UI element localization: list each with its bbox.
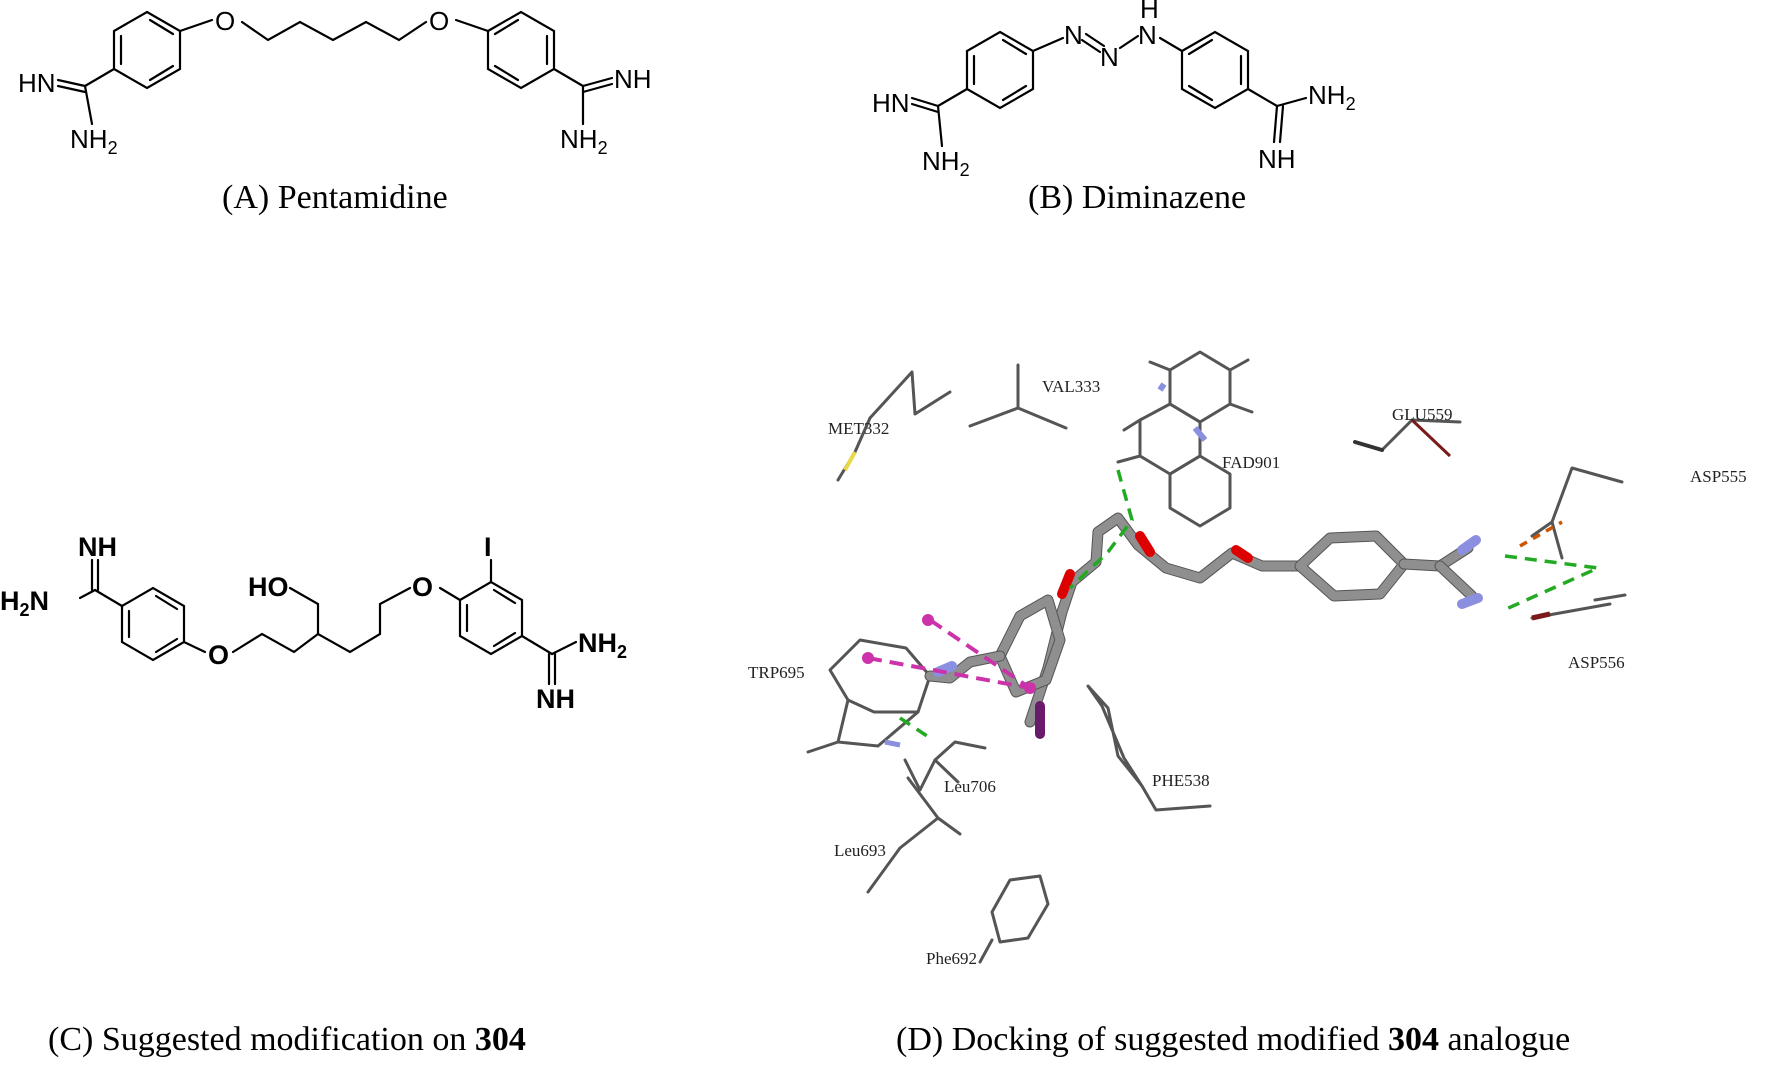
atom-hydroxyl: HO [248, 572, 289, 602]
residue-label: ASP556 [1568, 653, 1625, 672]
atom-imine: NH [78, 532, 117, 562]
panel-c-caption: (C) Suggested modification on 304 [48, 1021, 526, 1058]
atom-oxygen: O [215, 6, 235, 36]
atom-imine: NH [1258, 144, 1296, 174]
atom-amine: H2N [0, 586, 49, 620]
residue-label: Leu706 [944, 777, 996, 796]
ligand-304-analogue [924, 512, 1483, 739]
residue-label: MET332 [828, 419, 889, 438]
atom-amine: NH2 [922, 146, 970, 180]
atom-amine: NH2 [578, 628, 627, 662]
panel-b-caption: (B) Diminazene [1028, 179, 1246, 216]
residue-label: VAL333 [1042, 377, 1100, 396]
atom-oxygen: O [208, 640, 229, 670]
atom-imine: HN [18, 68, 56, 98]
residue-label: GLU559 [1392, 405, 1452, 424]
panel-b-structure: N N N H HN NH2 NH2 NH [872, 0, 1356, 180]
panel-a-structure: O O HN NH2 NH NH2 [18, 6, 652, 158]
atom-hydrogen: H [1140, 0, 1159, 24]
atom-imine: NH [536, 684, 575, 714]
atom-amine: NH2 [70, 124, 118, 158]
atom-oxygen: O [412, 572, 433, 602]
atom-iodine: I [484, 532, 492, 562]
residue-label: FAD901 [1222, 453, 1280, 472]
atom-nitrogen: N [1138, 20, 1157, 50]
residue-stick-val333 [968, 363, 1020, 428]
atom-amine: NH2 [560, 124, 608, 158]
atom-amine: NH2 [1308, 80, 1356, 114]
residue-label: ASP555 [1690, 467, 1747, 486]
atom-nitrogen: N [1100, 42, 1119, 72]
residue-label: TRP695 [748, 663, 805, 682]
atom-imine: NH [614, 64, 652, 94]
panel-a-caption: (A) Pentamidine [222, 179, 448, 216]
residue-label: PHE538 [1152, 771, 1210, 790]
residue-stick-met332 [868, 370, 952, 420]
atom-oxygen: O [429, 6, 449, 36]
panel-d-docking-scene [806, 350, 1627, 964]
panel-c-structure: NH H2N O HO O I NH2 NH [0, 532, 627, 714]
residue-label: Phe692 [926, 949, 977, 968]
atom-imine: HN [872, 88, 910, 118]
residue-label: Leu693 [834, 841, 886, 860]
panel-d-caption: (D) Docking of suggested modified 304 an… [896, 1021, 1570, 1058]
atom-nitrogen: N [1064, 20, 1083, 50]
